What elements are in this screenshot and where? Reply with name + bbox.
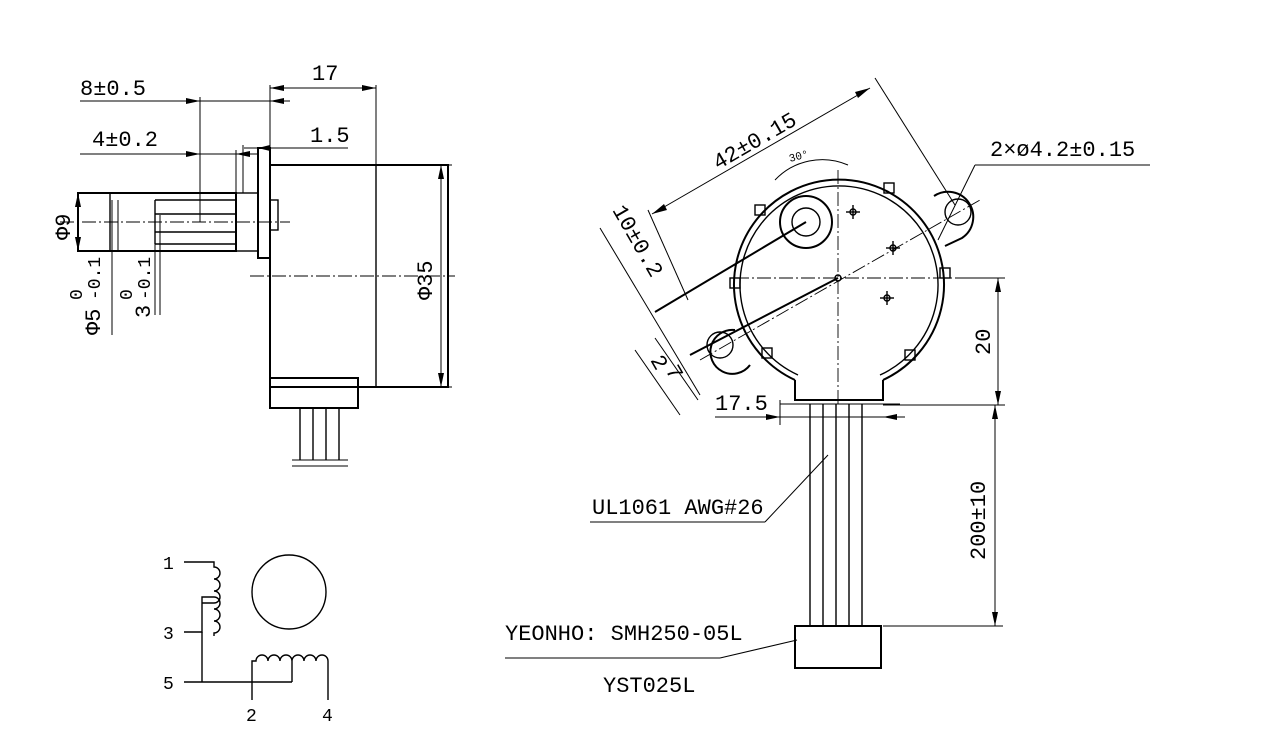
dim-10-label: 10±0.2 [606, 201, 667, 282]
pin-4-label: 4 [322, 707, 333, 727]
flange-ear-right [933, 190, 975, 247]
dim-3-tol-upper: 0 [118, 289, 138, 300]
dim-phi5-tol-upper: 0 [68, 289, 88, 300]
flange-plate [257, 147, 271, 259]
connector-housing-side [269, 377, 359, 409]
dim-phi35-label: Φ35 [414, 260, 439, 300]
dim-holes-label: 2×ø4.2±0.15 [990, 138, 1135, 163]
dim-phi5-label: Φ5 [82, 309, 107, 335]
dim-30deg-label: 30° [788, 149, 810, 166]
dim-17-5-label: 17.5 [715, 392, 768, 417]
pin-2-label: 2 [246, 707, 257, 727]
front-view: 42±0.15 30° 2×ø4.2±0.15 10±0.2 7 2 17.5 … [505, 77, 1150, 699]
wire-spec-label: UL1061 AWG#26 [592, 496, 764, 521]
connector-front [794, 625, 882, 669]
rotor-symbol [251, 554, 327, 630]
dim-20-label: 20 [972, 329, 997, 355]
dim-17-label: 17 [312, 62, 338, 87]
wire-exit-bump [794, 380, 884, 401]
dim-phi5-tol-lower: -0.1 [86, 257, 106, 300]
wiring-schematic: 1 3 5 2 4 [163, 554, 333, 727]
dim-42-label: 42±0.15 [709, 108, 802, 176]
dim-200-label: 200±10 [967, 481, 992, 560]
dim-phi9-label: Φ9 [52, 214, 77, 240]
connector-label: YEONHO: SMH250-05L [505, 622, 743, 647]
pin-3-label: 3 [163, 625, 174, 645]
pin-5-label: 5 [163, 675, 174, 695]
shaft-boss [779, 195, 833, 249]
dim-1-5-label: 1.5 [310, 124, 350, 149]
dim-3-tol-lower: -0.1 [136, 257, 156, 300]
motor-body-front [733, 178, 945, 381]
pin-1-label: 1 [163, 555, 174, 575]
dim-4-label: 4±0.2 [92, 128, 158, 153]
terminal-label: YST025L [603, 674, 695, 699]
dim-3-label: 3 [132, 305, 157, 318]
dim-8-label: 8±0.5 [80, 77, 146, 102]
side-view: 17 8±0.5 4±0.2 1.5 Φ9 Φ5 0 -0.1 3 0 -0.1 [52, 62, 455, 467]
